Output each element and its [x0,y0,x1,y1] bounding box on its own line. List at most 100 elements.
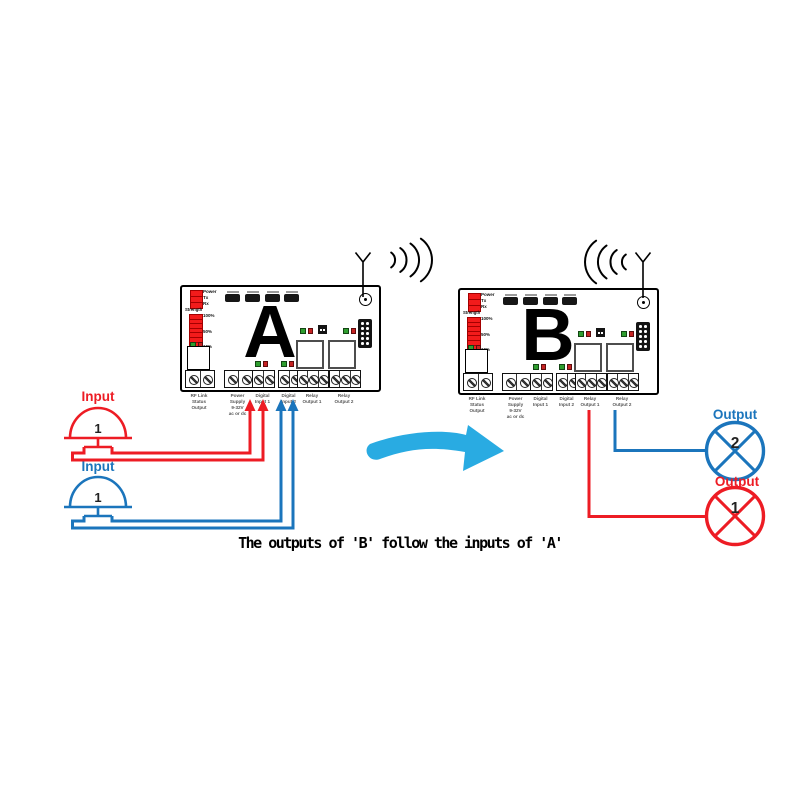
config-button[interactable] [503,297,518,305]
terminal-label: Power Supply 9-32V ac or dc [228,393,247,416]
strength-50-label: 50% [203,328,213,334]
strength-100-label: 100% [481,315,493,321]
wire-blue-input [71,409,295,530]
red-arrowhead-icon [257,399,269,411]
config-button[interactable] [523,297,538,305]
terminal-relay-output-1 [575,373,608,391]
rx-led-label: Rx [481,304,487,309]
relay-1 [296,340,324,369]
input2-led-pair [559,364,572,370]
button-label [505,293,517,296]
relay2-led-pair [343,328,356,334]
output-red-number: 1 [731,500,740,517]
terminal-label: Digital Input 2 [280,393,297,404]
input-button-red: Input 1 [64,389,132,449]
terminal-digital-input-1 [252,370,275,388]
input-red-number: 1 [94,421,101,436]
strength-label: Strength [463,310,481,315]
terminal-label: RF Link Status Output [190,393,208,410]
tx-led-label: Tx [481,298,487,303]
terminal-rf-link [185,370,215,388]
caption-text: The outputs of 'B' follow the inputs of … [238,534,563,552]
terminal-label: Relay Output 1 [302,393,322,404]
terminal-label: Digital Input 1 [532,396,549,407]
button-label [525,293,537,296]
output-lamp-red: 1 Output [704,474,766,547]
antenna-connector-icon [359,293,372,306]
module-b: Power Tx Rx Strength 100% 50% 10% B [458,288,659,419]
input-red-label: Input [82,389,115,404]
terminal-label: Digital Input 1 [254,393,271,404]
antenna-b-icon [634,252,652,298]
terminal-label: Relay Output 2 [334,393,354,404]
button-label [247,290,259,293]
output-blue-number: 2 [731,435,740,452]
output-blue-label: Output [713,407,758,422]
wire-red-output [587,410,707,518]
terminal-digital-input-1 [530,373,553,391]
config-button[interactable] [265,294,280,302]
input1-led-pair [255,361,268,367]
terminal-rf-link [463,373,493,391]
relay2-led-pair [621,331,634,337]
input1-led-pair [533,364,546,370]
terminal-label: Relay Output 2 [612,396,632,407]
rf-link-relay [187,346,210,370]
terminal-relay-output-2 [607,373,640,391]
relay-1 [574,343,602,372]
terminal-label: RF Link Status Output [468,396,486,413]
output-red-label: Output [715,474,760,489]
output-lamp-blue: 2 Output [704,407,766,482]
relay-2 [328,340,356,369]
relay1-led-pair [578,331,591,337]
board-letter: A [243,290,297,373]
button-label [267,290,279,293]
relay1-led-pair [300,328,313,334]
wire-blue-output [613,410,707,452]
board-letter: B [521,293,575,376]
pin-header [358,319,372,348]
config-button[interactable] [284,294,299,302]
terminal-power [502,373,531,391]
jumper-block [596,328,605,337]
terminal-power [224,370,253,388]
rx-led [190,302,203,309]
rx-led-label: Rx [203,301,209,306]
button-label [545,293,557,296]
radio-waves-b-icon [584,239,627,285]
transfer-arrow-icon [366,425,504,471]
jumper-block [318,325,327,334]
blue-arrowhead-icon [275,399,287,411]
button-label [227,290,239,293]
terminal-label: Power Supply 9-32V ac or dc [506,396,525,419]
input-blue-number: 1 [94,490,101,505]
strength-100-label: 100% [203,312,215,318]
blue-arrowhead-icon [287,399,299,411]
config-button[interactable] [245,294,260,302]
terminal-label: Relay Output 1 [580,396,600,407]
antenna-a-icon [354,252,372,297]
config-button[interactable] [562,297,577,305]
strength-label: Strength [185,307,203,312]
rf-link-relay [465,349,488,373]
relay-2 [606,343,634,372]
pin-header [636,322,650,351]
power-led-label: Power [203,289,217,294]
terminal-relay-output-1 [297,370,330,388]
rx-led [468,305,481,312]
strength-50-label: 50% [481,331,491,337]
wire-red-input [71,409,265,462]
terminal-label: Digital Input 2 [558,396,575,407]
module-a: Power Tx Rx Strength 100% 50% 10% A [180,285,381,416]
power-led-label: Power [481,292,495,297]
terminal-relay-output-2 [329,370,362,388]
button-label [564,293,576,296]
config-button[interactable] [225,294,240,302]
button-label [286,290,298,293]
config-button[interactable] [543,297,558,305]
input2-led-pair [281,361,294,367]
tx-led-label: Tx [203,295,209,300]
input-button-blue: Input 1 [64,459,132,518]
